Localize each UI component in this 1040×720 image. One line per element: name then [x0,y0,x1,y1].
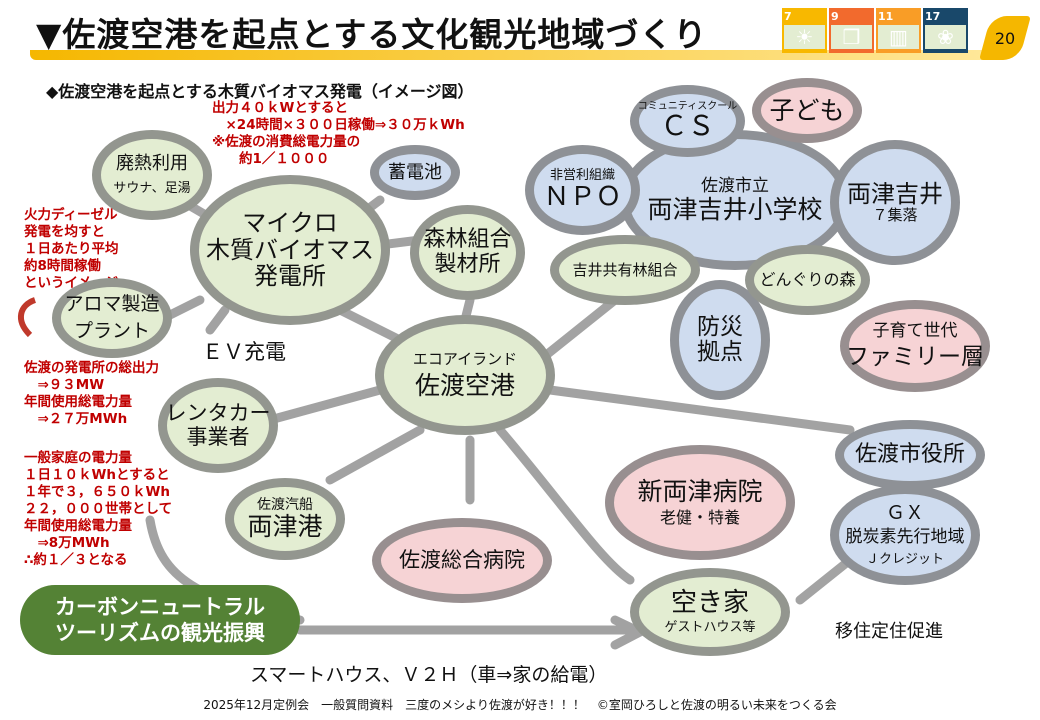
arrow [205,305,230,335]
node-sado-airport: エコアイランド佐渡空港 [375,315,555,435]
badge-line: カーボンニュートラル [55,594,265,619]
node-title: プラント [73,320,150,342]
node-title: アロマ製造 [64,293,160,316]
node-aroma-plant: アロマ製造プラント [52,278,172,358]
node-title: 空き家 [670,587,749,618]
node-title: ＮＰＯ [543,181,622,212]
node-rental-car: レンタカー事業者 [158,378,278,473]
node-sub: コミュニティスクール [637,100,738,112]
node-acorn-forest: どんぐりの森 [745,245,870,315]
node-title: 製材所 [434,251,501,277]
node-title: 両津港 [247,511,323,541]
node-sub: 非営利組織 [549,167,615,183]
node-title: 佐渡空港 [414,370,515,400]
node-sub: 佐渡汽船 [257,496,313,513]
node-sub: サウナ、足湯 [113,180,191,196]
node-title: 佐渡市役所 [854,441,965,467]
connector [795,555,855,605]
sdg-number: 11 [878,10,894,23]
badge-line: ツーリズムの観光振興 [55,621,265,645]
sdg-number: 9 [831,10,839,23]
node-title: ＣＳ [660,110,715,142]
node-title: 吉井共有林組合 [572,260,678,279]
node-sub: Ｊクレジット [865,551,944,567]
node-sub: 佐渡市立 [701,175,769,196]
node-title: マイクロ [242,209,338,238]
node-sub: ゲストハウス等 [664,620,756,636]
node-new-ryotsu-hospital: 新両津病院老健・特養 [605,445,795,560]
node-city-hall: 佐渡市役所 [835,420,985,490]
sdg-9-badge: 9❒ [829,8,874,53]
migration-label: 移住定住促進 [835,621,943,642]
node-title: 拠点 [697,339,743,365]
node-sub: 老健・特養 [659,508,740,528]
node-title: ファミリー層 [846,343,984,370]
rings-icon: ❀ [925,25,966,49]
output-note: 出力４０ｋWとすると ×24時間×３００日稼働⇒３０万ｋWh ※佐渡の消費総電力… [212,100,465,167]
household-note: 一般家庭の電力量 １日１０ｋWhとすると １年で３，６５０ｋWh ２２，０００世… [24,450,173,568]
sun-icon: ☀ [784,25,825,49]
node-title: 森林組合 [423,227,512,253]
node-vacant-house: 空き家ゲストハウス等 [630,568,790,656]
node-title: 佐渡総合病院 [399,547,525,572]
connector [545,385,855,435]
connector [325,425,425,485]
node-sub: エコアイランド [412,350,518,368]
node-battery: 蓄電池 [370,145,460,200]
node-biomass-plant: マイクロ木質バイオマス発電所 [190,175,390,325]
node-yoshii-forest: 吉井共有林組合 [550,235,700,305]
node-title: どんぐりの森 [759,270,856,290]
sdg-11-badge: 11 ▥ [876,8,921,53]
subtitle: ◆佐渡空港を起点とする木質バイオマス発電（イメージ図） [46,82,474,101]
smart-house-label: スマートハウス、Ｖ２Ｈ（車⇒家の給電） [250,664,608,686]
page-title: ▼佐渡空港を起点とする文化観光地域づくり [36,15,708,54]
title-underline [30,50,990,60]
node-disaster-base: 防災拠点 [670,280,770,400]
node-title: 新両津病院 [637,476,763,506]
node-title: 廃熱利用 [116,152,188,174]
red-cycle-arrow-icon [18,297,37,338]
node-title: ＧＸ [885,502,924,525]
node-title: 木質バイオマス [206,235,374,264]
node-ryotsu-port: 佐渡汽船両津港 [225,478,345,560]
node-title: 両津吉井小学校 [647,194,823,224]
node-kids: 子ども [752,78,862,143]
total-output-note: 佐渡の発電所の総出力 ⇒９３MW 年間使用総電力量 ⇒２７万MWh [24,360,159,427]
node-family: 子育て世代ファミリー層 [840,300,990,392]
node-sub: 子育て世代 [872,321,958,341]
node-title: 蓄電池 [388,161,442,183]
sdg-17-badge: 17 ❀ [923,8,968,53]
node-sado-general-hospital: 佐渡総合病院 [372,518,552,603]
ev-charging-label: ＥＶ充電 [202,340,286,364]
node-title: レンタカー [165,401,271,426]
sdg-number: 17 [925,10,941,23]
node-title: 子ども [769,95,845,125]
node-title: 防災 [697,313,743,340]
carbon-neutral-tourism-badge: カーボンニュートラルツーリズムの観光振興 [20,585,300,655]
connector [265,385,385,425]
node-title: 発電所 [254,262,326,291]
node-waste-heat: 廃熱利用サウナ、足湯 [92,130,212,220]
buildings-icon: ▥ [878,25,919,49]
node-forest-cooperative: 森林組合製材所 [410,205,525,300]
node-title: 両津吉井 [847,180,943,209]
node-title: 脱炭素先行地域 [845,526,965,547]
sdg-number: 7 [784,10,792,23]
sdg-7-badge: 7☀ [782,8,827,53]
connector [495,425,635,585]
node-sub: ７集落 [872,206,918,225]
node-title: 事業者 [186,424,250,449]
cubes-icon: ❒ [831,25,872,49]
footer: 2025年12月定例会 一般質問資料 三度のメシより佐渡が好き！！！ ©室岡ひろ… [203,698,837,712]
